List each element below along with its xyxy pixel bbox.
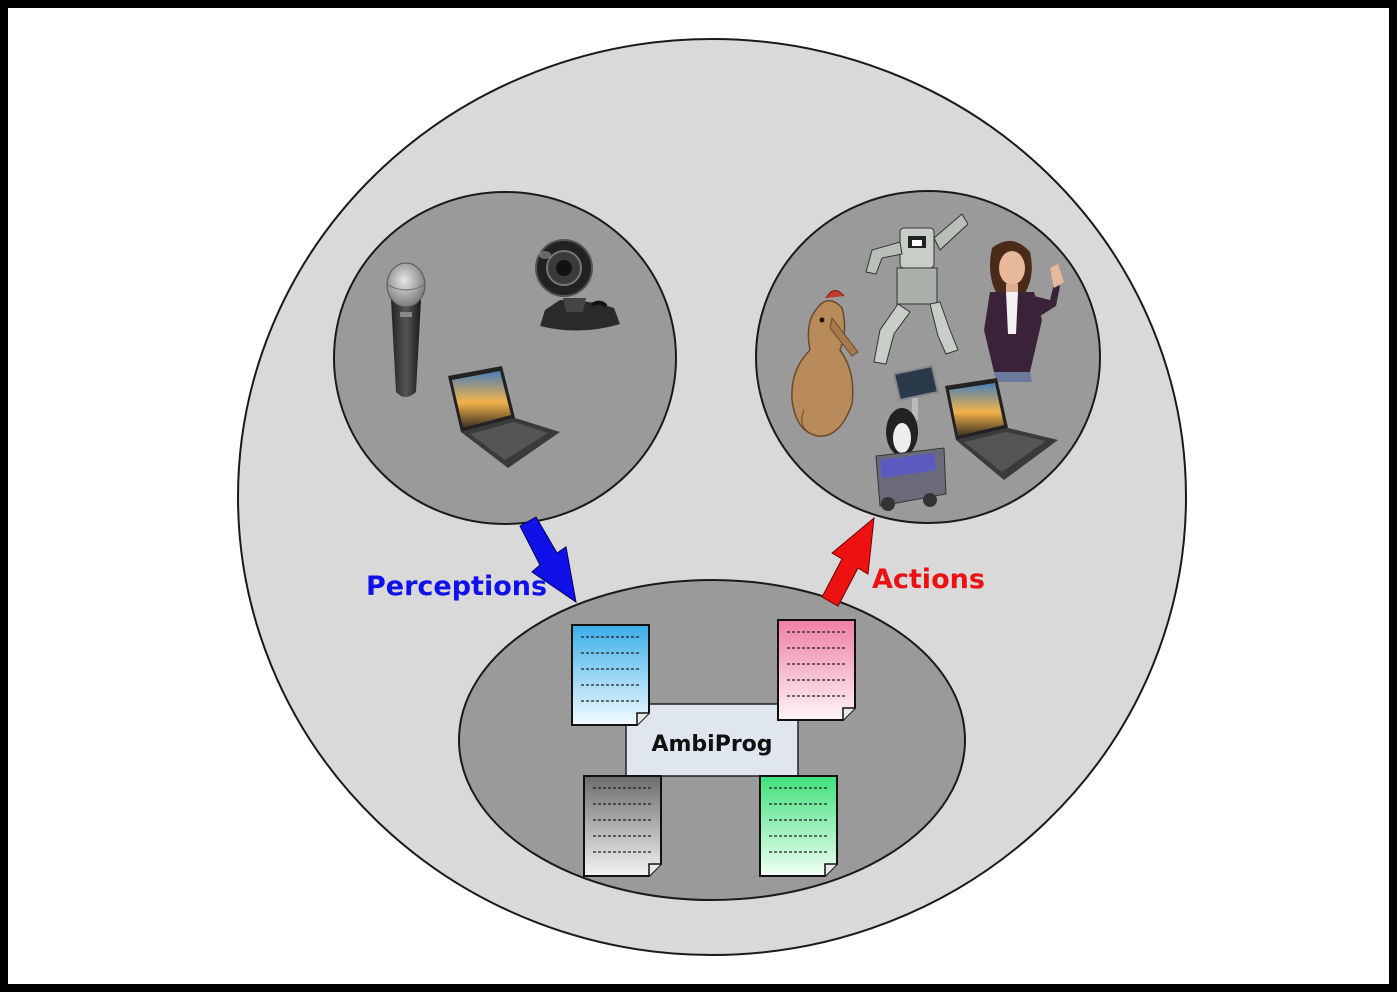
doc-gray-icon xyxy=(583,775,662,877)
penguin-robot-icon xyxy=(875,364,947,511)
avatar-person-icon xyxy=(984,240,1064,382)
laptop-icon xyxy=(945,378,1058,480)
documents-group xyxy=(571,619,856,877)
perceptions-devices-circle xyxy=(333,191,677,525)
perceptions-arrow xyxy=(519,516,577,604)
microphone-icon xyxy=(386,262,426,397)
center-box xyxy=(625,703,799,777)
plush-toy-icon xyxy=(791,290,859,437)
robot-icon xyxy=(865,213,969,365)
perceptions-label: Perceptions xyxy=(366,571,547,602)
laptop-icon xyxy=(448,366,560,468)
doc-green-icon xyxy=(759,775,838,877)
doc-blue-icon xyxy=(571,624,650,726)
webcam-icon xyxy=(535,239,620,331)
center-label: AmbiProg xyxy=(651,732,772,757)
actions-label: Actions xyxy=(872,564,985,595)
doc-pink-icon xyxy=(777,619,856,721)
actions-arrow xyxy=(821,516,875,607)
